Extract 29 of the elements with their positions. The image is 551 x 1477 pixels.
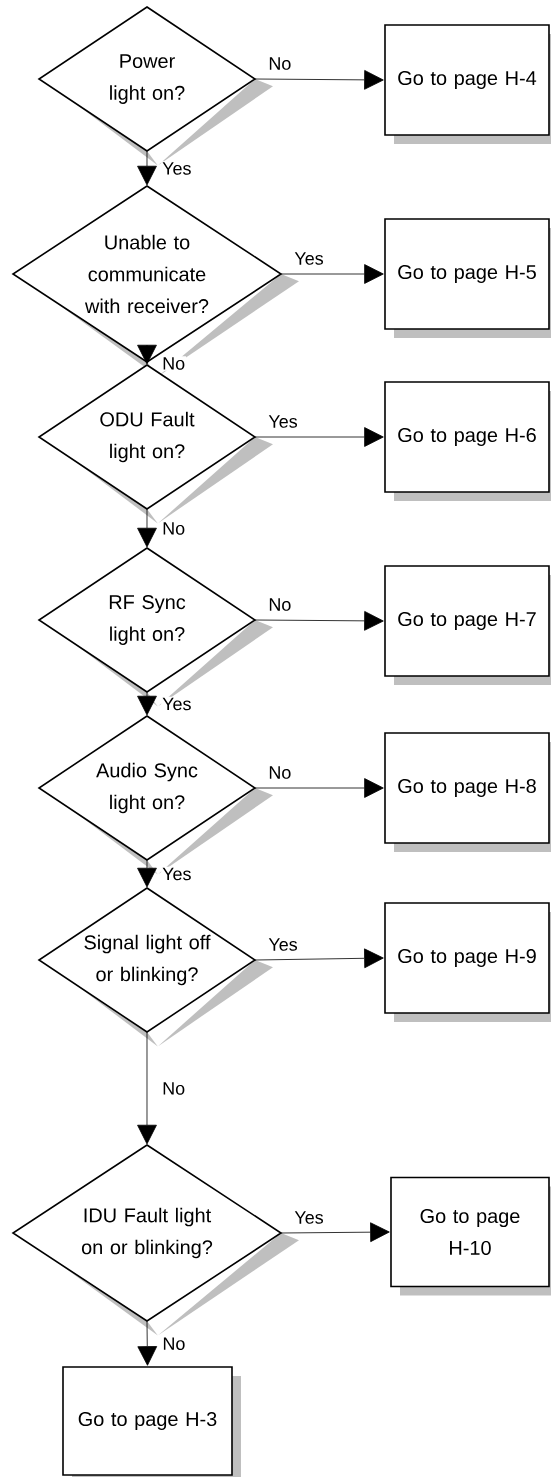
arrow (137, 150, 157, 186)
edge-label: No (161, 521, 187, 536)
arrow (254, 70, 384, 90)
edge-label: Yes (161, 866, 193, 882)
arrow (137, 344, 157, 365)
arrow (254, 611, 384, 631)
arrow (254, 427, 384, 447)
process-box: Go to page H-8 (384, 732, 551, 852)
arrow (137, 1031, 157, 1145)
arrow (137, 859, 157, 888)
edge-label: Yes (161, 696, 193, 712)
arrow (137, 508, 157, 548)
arrow (137, 1320, 158, 1366)
process-box: Go to page H-3 (62, 1366, 241, 1477)
arrow (280, 264, 384, 284)
arrow (254, 778, 384, 798)
edge-label: Yes (161, 161, 193, 176)
process-box: Go to page H-10 (390, 1176, 551, 1296)
edge-label: No (161, 1081, 187, 1096)
arrow (280, 1222, 390, 1243)
process-box: Go to page H-4 (384, 24, 551, 144)
arrow (137, 691, 157, 716)
edge-label: No (161, 1336, 187, 1351)
arrow (254, 948, 384, 969)
process-box: Go to page H-9 (384, 902, 551, 1022)
edge-label: No (161, 356, 187, 371)
process-box: Go to page H-5 (384, 218, 551, 338)
process-box: Go to page H-6 (384, 381, 551, 501)
process-box: Go to page H-7 (384, 565, 551, 685)
